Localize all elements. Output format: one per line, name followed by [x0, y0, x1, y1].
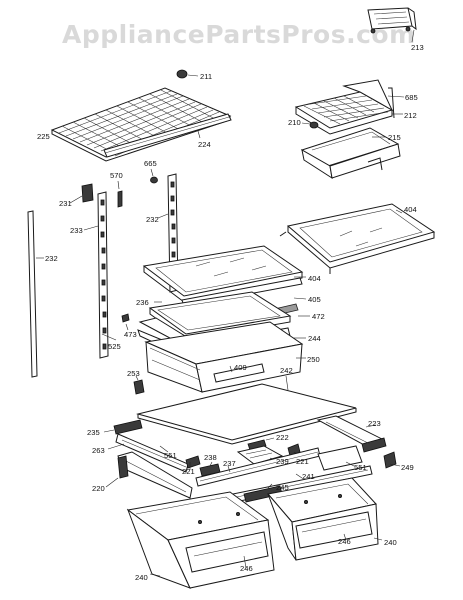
label-409: 409 [234, 363, 247, 372]
label-224: 224 [198, 140, 211, 149]
part-263-frame-rail[interactable] [115, 433, 189, 473]
label-665: 665 [144, 159, 157, 168]
label-231: 231 [59, 199, 72, 208]
part-215-tray[interactable] [300, 127, 401, 180]
part-222-center-support[interactable] [247, 439, 267, 451]
label-253: 253 [127, 369, 140, 378]
label-250: 250 [307, 355, 320, 364]
label-233: 233 [70, 226, 83, 235]
label-245: 245 [276, 483, 289, 492]
part-number-labels: 211 213 225 224 685 212 210 215 665 570 … [37, 43, 424, 582]
label-405: 405 [308, 295, 321, 304]
label-473: 473 [124, 330, 137, 339]
part-211-knob[interactable] [176, 69, 188, 79]
label-551-left: 551 [164, 451, 177, 460]
part-250-meat-pan[interactable] [144, 321, 304, 393]
part-665-screw[interactable] [150, 176, 158, 184]
part-242-crisper-cover-glass[interactable] [136, 383, 357, 445]
part-570-bolt[interactable] [117, 190, 123, 208]
label-240-left: 240 [135, 573, 148, 582]
label-213: 213 [411, 43, 424, 52]
label-232-strip: 232 [45, 254, 58, 263]
label-221-left: 221 [182, 467, 195, 476]
part-253-bracket[interactable] [133, 379, 145, 395]
part-235-frame-end[interactable] [113, 419, 143, 435]
label-246-left: 246 [240, 564, 253, 573]
part-404-glass-shelf-middle[interactable] [142, 245, 304, 303]
part-210-screw[interactable] [309, 121, 319, 129]
label-215: 215 [388, 133, 401, 142]
label-685: 685 [405, 93, 418, 102]
label-220: 220 [92, 484, 105, 493]
part-404-glass-shelf-right[interactable] [279, 203, 436, 274]
label-525: 525 [108, 342, 121, 351]
part-220-end-cap[interactable] [117, 451, 193, 499]
label-225: 225 [37, 132, 50, 141]
label-237: 237 [223, 459, 236, 468]
part-473-clip[interactable] [121, 313, 130, 323]
label-246-right: 246 [338, 537, 351, 546]
label-223: 223 [368, 419, 381, 428]
label-404-middle: 404 [308, 274, 321, 283]
label-238: 238 [204, 453, 217, 462]
label-404-right: 404 [404, 205, 417, 214]
label-244: 244 [308, 334, 321, 343]
part-231-bracket[interactable] [81, 183, 94, 203]
label-210: 210 [288, 118, 301, 127]
label-241: 241 [302, 472, 315, 481]
part-239-center-bracket[interactable] [236, 445, 284, 465]
part-249-end-cap[interactable] [383, 451, 397, 469]
part-213-rack[interactable] [367, 7, 417, 34]
part-240-crisper-drawer-right[interactable] [267, 477, 379, 561]
label-232-rail: 232 [146, 215, 159, 224]
part-232-side-strip[interactable] [27, 210, 38, 378]
part-223-right-rail[interactable] [316, 415, 387, 453]
part-240-crisper-drawer-left[interactable] [126, 491, 275, 589]
part-551-right-rail[interactable] [317, 445, 363, 471]
watermark-text: AppliancePartsPros.com [62, 20, 416, 49]
label-249: 249 [401, 463, 414, 472]
label-551-right: 551 [354, 463, 367, 472]
part-221-clip-left[interactable] [185, 455, 201, 469]
label-570: 570 [110, 171, 123, 180]
part-233-ladder-rail-left[interactable] [97, 191, 109, 359]
part-224-shelf-trim[interactable] [103, 113, 232, 158]
part-212-wire-tray[interactable] [294, 79, 395, 135]
label-242: 242 [280, 366, 293, 375]
label-263: 263 [92, 446, 105, 455]
label-222: 222 [276, 433, 289, 442]
label-239: 239 [276, 457, 289, 466]
label-221-right: 221 [296, 457, 309, 466]
label-472: 472 [312, 312, 325, 321]
label-240-right: 240 [384, 538, 397, 547]
label-211: 211 [200, 72, 212, 81]
label-235: 235 [87, 428, 100, 437]
label-212: 212 [404, 111, 417, 120]
label-236: 236 [136, 298, 149, 307]
